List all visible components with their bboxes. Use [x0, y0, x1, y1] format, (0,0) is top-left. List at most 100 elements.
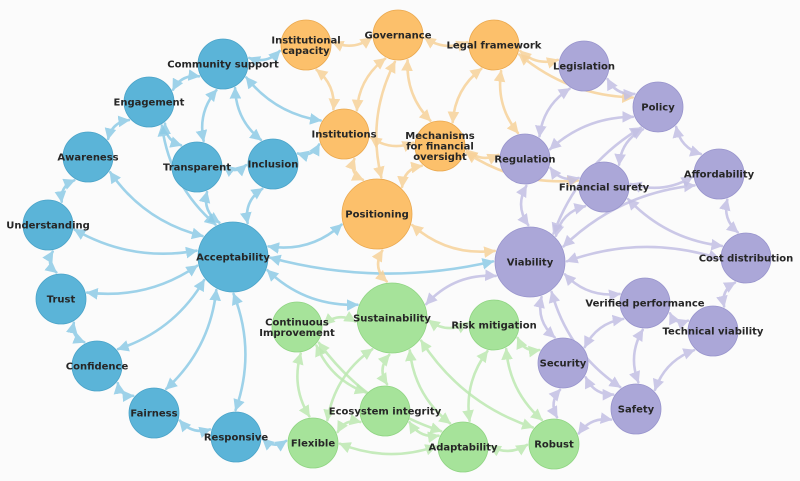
edge-engagement-transparent: [159, 122, 183, 148]
edge-understanding-acceptability: [73, 228, 198, 259]
node-legislation[interactable]: Legislation: [553, 40, 615, 92]
node-circle-regulation: [499, 133, 551, 185]
edge-trust-confidence: [66, 321, 86, 344]
edge-awareness-understanding: [54, 178, 76, 203]
edge-financial-surety-cost-distribution: [626, 197, 724, 251]
node-trust[interactable]: Trust: [35, 273, 87, 325]
node-community-support[interactable]: Community support: [167, 38, 279, 90]
node-ecosystem-integrity[interactable]: Ecosystem integrity: [329, 385, 442, 437]
node-circle-risk-mitigation: [468, 299, 520, 351]
edge-verified-performance-security: [583, 314, 625, 349]
node-verified-performance[interactable]: Verified performance: [585, 277, 705, 329]
node-understanding[interactable]: Understanding: [6, 199, 90, 251]
node-regulation[interactable]: Regulation: [494, 133, 556, 185]
edge-regulation-viability: [516, 184, 530, 227]
node-transparent[interactable]: Transparent: [163, 141, 231, 193]
edge-institutions-institutional-capacity: [315, 68, 341, 111]
edge-positioning-viability: [411, 223, 496, 258]
node-circle-safety: [610, 383, 662, 435]
node-label-technical-viability: Technical viability: [663, 327, 764, 338]
edges-layer: [42, 36, 739, 457]
node-label-financial-surety: Financial surety: [559, 183, 650, 194]
node-circle-legislation: [558, 40, 610, 92]
node-circle-ecosystem-integrity: [359, 385, 411, 437]
node-label-inclusion: Inclusion: [248, 160, 299, 171]
node-circle-technical-viability: [687, 305, 739, 357]
node-label-ecosystem-integrity: Ecosystem integrity: [329, 407, 442, 418]
node-policy[interactable]: Policy: [632, 81, 684, 133]
edge-policy-regulation: [548, 110, 635, 151]
edge-cost-distribution-viability: [565, 245, 721, 264]
node-awareness[interactable]: Awareness: [57, 131, 119, 183]
node-positioning[interactable]: Positioning: [341, 178, 413, 250]
node-label-acceptability: Acceptability: [196, 253, 270, 264]
edge-confidence-acceptability: [116, 278, 206, 352]
nodes-layer: Community supportEngagementAwarenessUnde…: [6, 9, 794, 473]
node-flexible[interactable]: Flexible: [287, 417, 339, 469]
node-circle-fairness: [128, 387, 180, 439]
node-acceptability[interactable]: Acceptability: [196, 221, 270, 293]
node-circle-acceptability: [197, 221, 269, 293]
node-label-institutions: Institutions: [311, 130, 376, 141]
node-robust[interactable]: Robust: [528, 418, 580, 470]
node-label-legal-framework: Legal framework: [447, 41, 542, 52]
edge-acceptability-sustainability: [266, 269, 359, 311]
node-circle-security: [537, 337, 589, 389]
node-risk-mitigation[interactable]: Risk mitigation: [451, 299, 537, 351]
node-institutions[interactable]: Institutions: [311, 108, 377, 160]
node-circle-adaptability: [437, 421, 489, 473]
edge-institutions-positioning: [345, 157, 365, 182]
node-fairness[interactable]: Fairness: [128, 387, 180, 439]
node-circle-engagement: [123, 76, 175, 128]
node-viability[interactable]: Viability: [494, 226, 566, 298]
node-label-legislation: Legislation: [553, 62, 615, 73]
node-confidence[interactable]: Confidence: [66, 340, 129, 392]
node-sustainability[interactable]: Sustainability: [353, 282, 431, 354]
edge-legal-framework-regulation: [493, 69, 520, 135]
node-label-governance: Governance: [364, 31, 431, 42]
node-safety[interactable]: Safety: [610, 383, 662, 435]
node-circle-transparent: [171, 141, 223, 193]
node-circle-financial-surety: [578, 161, 630, 213]
node-affordability[interactable]: Affordability: [684, 148, 755, 200]
node-engagement[interactable]: Engagement: [114, 76, 185, 128]
edge-risk-mitigation-adaptability: [462, 349, 489, 423]
node-inclusion[interactable]: Inclusion: [247, 138, 299, 190]
node-label-safety: Safety: [618, 405, 655, 416]
node-circle-inclusion: [247, 138, 299, 190]
edge-continuous-improvement-flexible: [292, 352, 311, 418]
edge-policy-affordability: [672, 125, 703, 157]
node-responsive[interactable]: Responsive: [204, 411, 268, 463]
node-security[interactable]: Security: [537, 337, 589, 389]
edge-responsive-flexible: [261, 437, 288, 452]
edge-mechanisms-positioning: [397, 161, 423, 189]
node-cost-distribution[interactable]: Cost distribution: [699, 232, 794, 284]
edge-security-safety: [584, 376, 615, 401]
node-governance[interactable]: Governance: [364, 9, 432, 61]
node-label-sustainability: Sustainability: [353, 314, 431, 325]
edge-technical-viability-safety: [652, 348, 696, 392]
edge-verified-performance-safety: [629, 328, 644, 384]
node-label-adaptability: Adaptability: [428, 443, 498, 454]
node-circle-verified-performance: [619, 277, 671, 329]
edge-institutional-capacity-governance: [331, 36, 373, 52]
node-circle-viability: [494, 226, 566, 298]
node-technical-viability[interactable]: Technical viability: [663, 305, 764, 357]
edge-acceptability-viability: [268, 254, 495, 275]
node-circle-awareness: [62, 131, 114, 183]
node-circle-policy: [632, 81, 684, 133]
edge-understanding-trust: [42, 250, 58, 274]
edge-ecosystem-integrity-adaptability: [408, 421, 440, 443]
node-legal-framework[interactable]: Legal framework: [447, 19, 542, 71]
node-label-flexible: Flexible: [291, 439, 336, 450]
node-circle-institutional-capacity: [280, 19, 332, 71]
node-financial-surety[interactable]: Financial surety: [559, 161, 650, 213]
edge-security-robust: [546, 388, 562, 419]
node-adaptability[interactable]: Adaptability: [428, 421, 498, 473]
node-label-cost-distribution: Cost distribution: [699, 254, 794, 265]
